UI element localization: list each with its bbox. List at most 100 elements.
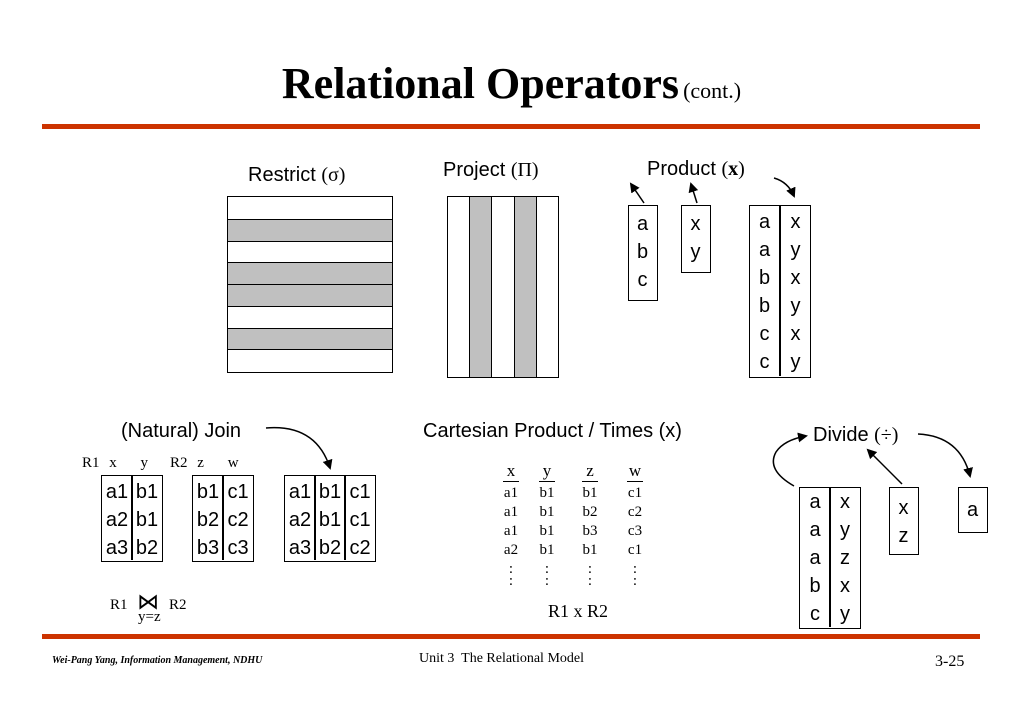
join-r1-cell: b2 [135, 537, 159, 559]
join-result-cell: a3 [288, 537, 312, 559]
cartesian-cell: c1 [627, 542, 643, 558]
project-column [535, 197, 559, 377]
join-r1-cell: a1 [105, 481, 129, 503]
cartesian-header: z [586, 461, 594, 480]
divide-label: Divide [813, 424, 869, 446]
restrict-row [228, 327, 392, 350]
join-r2-cell: c3 [227, 537, 249, 559]
cartesian-expression: R1 x R2 [548, 601, 609, 621]
cartesian-cell: b2 [582, 504, 598, 520]
join-r2-cell: b3 [196, 537, 220, 559]
cartesian-cell: b3 [582, 523, 598, 539]
join-result-divider-1 [314, 476, 316, 560]
divide-result-value: a [966, 499, 979, 521]
product-arrow-result [773, 177, 796, 198]
cartesian-ellipsis: : [508, 561, 514, 577]
join-r2-name: R2 [170, 455, 188, 471]
cartesian-cell: b1 [539, 504, 555, 520]
restrict-symbol: (σ) [321, 164, 346, 186]
footer-page-number: 3-25 [935, 653, 965, 670]
cartesian-cell: b1 [539, 485, 555, 501]
product-heading: Product (x) [647, 158, 745, 180]
divide-arrow-divisor [866, 448, 903, 485]
join-expr-right: R2 [169, 597, 187, 613]
cartesian-cell: a1 [503, 523, 519, 539]
join-r2-cell: c2 [227, 509, 249, 531]
product-r1-value: c [637, 269, 648, 291]
restrict-row [228, 305, 392, 328]
project-column [491, 197, 514, 377]
product-label: Product [647, 158, 716, 180]
join-r1-cell: a3 [105, 537, 129, 559]
join-r1-cell: a2 [105, 509, 129, 531]
footer-author: Wei-Pang Yang, Information Management, N… [52, 655, 263, 666]
divide-dividend-value: a [809, 519, 821, 541]
join-r2-col-w-values: c1 c2 c3 [223, 478, 253, 562]
join-r1-col-y: y [140, 455, 149, 471]
join-r2-header: R2 z w [170, 455, 239, 472]
cartesian-header-underline [582, 481, 598, 482]
product-result-divider [779, 206, 781, 376]
divide-symbol: (÷) [874, 424, 899, 446]
join-r1-divider [131, 476, 133, 560]
divide-arrow-result [917, 433, 973, 478]
title-divider [42, 124, 980, 129]
cartesian-header: x [506, 461, 516, 480]
cartesian-cell: c1 [627, 485, 643, 501]
project-column [469, 197, 492, 377]
cartesian-heading: Cartesian Product / Times (x) [423, 420, 682, 442]
divide-dividend-value: x [840, 491, 850, 513]
restrict-row [228, 349, 392, 371]
cartesian-cell: c3 [627, 523, 643, 539]
product-result-value: a [758, 239, 771, 261]
product-result-value: a [758, 211, 771, 233]
join-symbol: ⋈ [137, 590, 160, 615]
join-result-cell: a1 [288, 481, 312, 503]
product-r2-value: y [690, 241, 701, 263]
join-r1-header: R1 x y [82, 455, 148, 472]
cartesian-ellipsis: : [508, 573, 514, 589]
product-result-value: x [790, 211, 801, 233]
join-r1-col-x: x [109, 455, 117, 471]
product-result-value: b [758, 267, 771, 289]
join-expr-left: R1 [110, 597, 128, 613]
divide-dividend-value: x [840, 575, 850, 597]
divide-dividend-value: z [840, 547, 850, 569]
join-label-natural: (Natural) [121, 420, 199, 442]
join-label: Join [204, 420, 242, 442]
restrict-heading: Restrict (σ) [248, 164, 345, 187]
cartesian-cell: b1 [582, 485, 598, 501]
cartesian-cell: a2 [503, 542, 519, 558]
cartesian-cell: b1 [539, 523, 555, 539]
cartesian-cell: c2 [627, 504, 643, 520]
title-suffix: (cont.) [683, 78, 742, 103]
product-arrow-r2 [688, 182, 699, 204]
join-r1-cell: b1 [135, 481, 159, 503]
divide-dividend-divider [829, 488, 831, 627]
restrict-row [228, 197, 392, 219]
cartesian-cell: b1 [582, 542, 598, 558]
divide-dividend-value: a [809, 491, 821, 513]
product-symbol: x [728, 158, 739, 180]
restrict-row [228, 262, 392, 284]
join-r1-name: R1 [82, 455, 100, 471]
divide-dividend-value: b [809, 575, 821, 597]
project-label: Project [443, 159, 506, 181]
restrict-table [227, 196, 393, 373]
project-column [513, 197, 536, 377]
divide-dividend-value: y [840, 603, 850, 625]
title-main: Relational Operators [281, 59, 680, 108]
join-r2-cell: c1 [227, 481, 249, 503]
product-arrow-r1 [629, 182, 645, 204]
